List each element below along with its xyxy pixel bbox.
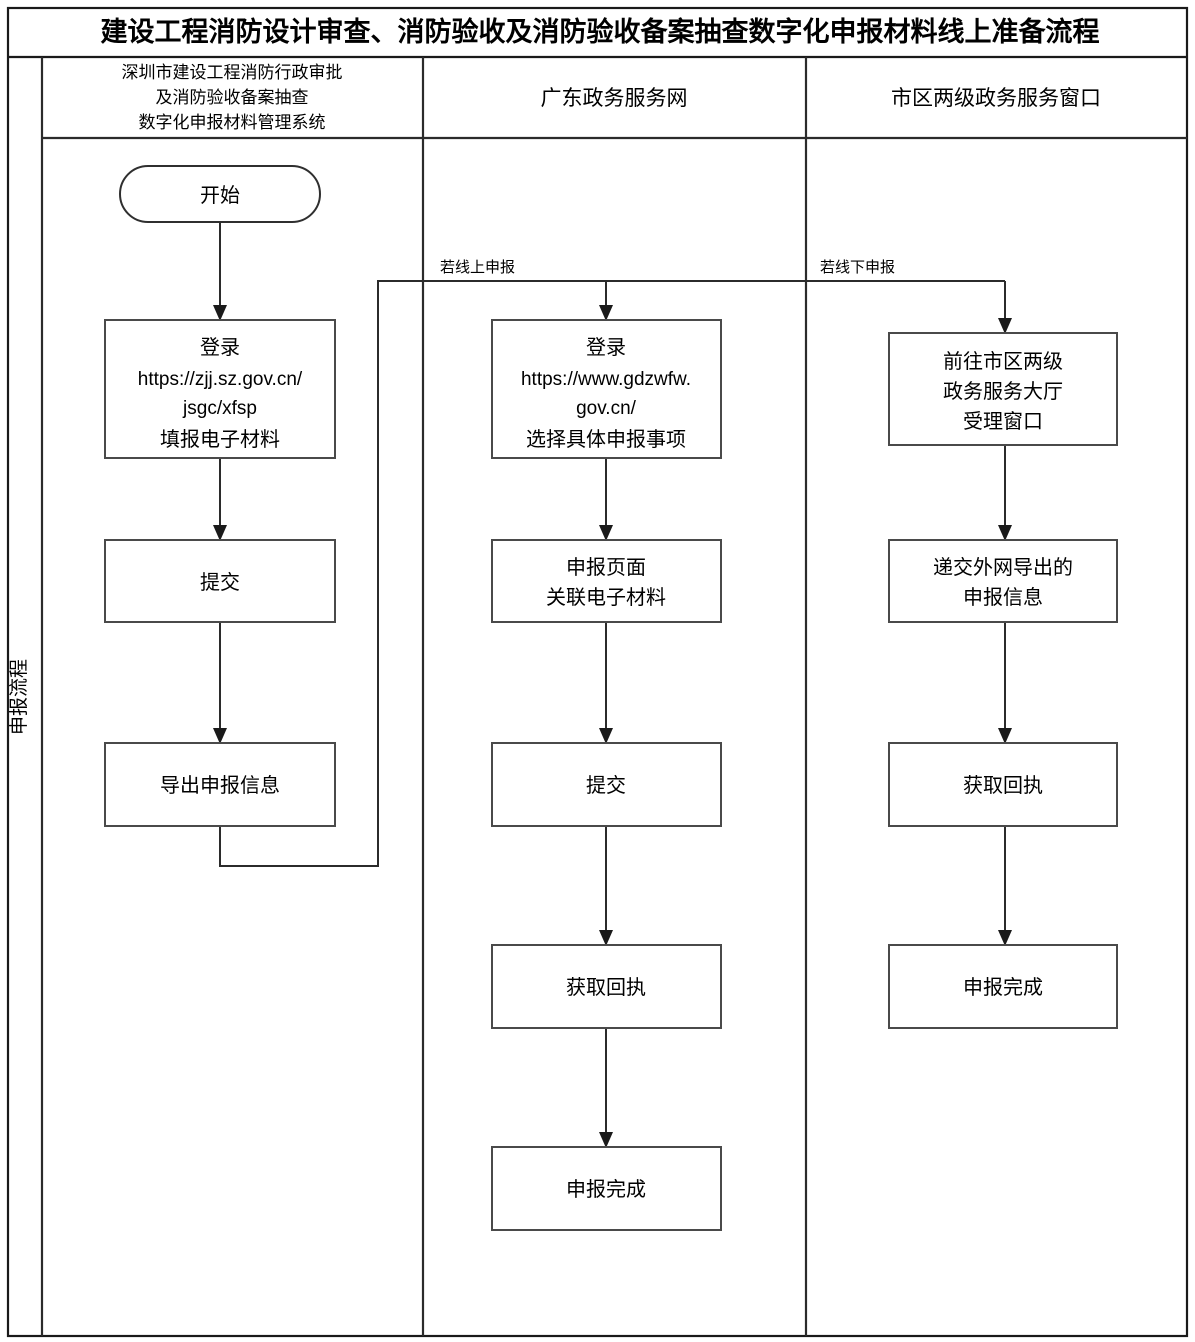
edge-label-online: 若线上申报	[440, 259, 515, 276]
node-gd-done-shape[interactable]	[491, 1146, 722, 1231]
node-line: gov.cn/	[576, 398, 637, 419]
column-header-line: 及消防验收备案抽查	[156, 88, 309, 107]
arrow-head-icon	[998, 525, 1012, 541]
node-gd-submit-shape[interactable]	[491, 742, 722, 827]
node-line: 提交	[586, 774, 626, 797]
node-line: 申报信息	[963, 586, 1043, 609]
arrow-head-icon	[213, 525, 227, 541]
node-line: jsgc/xfsp	[182, 398, 257, 419]
node-line: 关联电子材料	[546, 586, 666, 609]
node-win-done[interactable]: 申报完成	[888, 944, 1118, 1029]
side-label-application-process: 申报流程	[8, 659, 30, 735]
node-sz-export-shape[interactable]	[104, 742, 336, 827]
node-line: 申报完成	[963, 976, 1043, 999]
node-line: 申报页面	[566, 556, 646, 579]
arrow-head-icon	[998, 930, 1012, 946]
node-line: https://zjj.sz.gov.cn/	[138, 369, 303, 390]
arrow-head-icon	[599, 305, 613, 321]
arrow-head-icon	[599, 1132, 613, 1148]
arrow-head-icon	[213, 728, 227, 744]
node-gd-attach[interactable]: 申报页面 关联电子材料	[491, 539, 722, 623]
edge-label-offline: 若线下申报	[820, 259, 895, 276]
node-sz-submit[interactable]: 提交	[104, 539, 336, 623]
table-frame	[6, 6, 1189, 1338]
node-start-shape[interactable]	[119, 165, 321, 223]
node-line: 获取回执	[963, 774, 1043, 797]
column-header-sz-system: 深圳市建设工程消防行政审批 及消防验收备案抽查 数字化申报材料管理系统	[122, 63, 343, 132]
node-win-done-shape[interactable]	[888, 944, 1118, 1029]
node-start[interactable]: 开始	[119, 165, 321, 223]
node-line: https://www.gdzwfw.	[521, 369, 691, 390]
node-win-receipt-shape[interactable]	[888, 742, 1118, 827]
node-start-label: 开始	[200, 184, 240, 207]
node-line: 获取回执	[566, 976, 646, 999]
node-sz-login[interactable]: 登录 https://zjj.sz.gov.cn/ jsgc/xfsp 填报电子…	[104, 319, 336, 459]
node-line: 受理窗口	[963, 410, 1043, 433]
arrow-head-icon	[599, 930, 613, 946]
node-line: 前往市区两级	[943, 350, 1063, 373]
node-line: 导出申报信息	[160, 774, 280, 797]
node-win-goto[interactable]: 前往市区两级 政务服务大厅 受理窗口	[888, 332, 1118, 446]
column-header-service-window: 市区两级政务服务窗口	[891, 87, 1101, 110]
node-win-receipt[interactable]: 获取回执	[888, 742, 1118, 827]
node-gd-receipt[interactable]: 获取回执	[491, 944, 722, 1029]
arrow-head-icon	[998, 728, 1012, 744]
arrow-head-icon	[599, 525, 613, 541]
node-line: 登录	[586, 336, 626, 359]
arrow-head-icon	[998, 318, 1012, 334]
column-header-line: 数字化申报材料管理系统	[139, 113, 326, 132]
node-line: 申报完成	[566, 1178, 646, 1201]
node-gd-submit[interactable]: 提交	[491, 742, 722, 827]
node-gd-login[interactable]: 登录 https://www.gdzwfw. gov.cn/ 选择具体申报事项	[491, 319, 722, 459]
arrow-head-icon	[213, 305, 227, 321]
node-sz-export[interactable]: 导出申报信息	[104, 742, 336, 827]
column-header-gd-portal: 广东政务服务网	[541, 87, 688, 110]
node-line: 政务服务大厅	[943, 380, 1063, 403]
node-gd-receipt-shape[interactable]	[491, 944, 722, 1029]
connectors	[213, 222, 1012, 1148]
node-sz-login-shape[interactable]	[104, 319, 336, 459]
node-win-goto-shape[interactable]	[888, 332, 1118, 446]
arrow-head-icon	[599, 728, 613, 744]
node-gd-attach-shape[interactable]	[491, 539, 722, 623]
node-line: 登录	[200, 336, 240, 359]
node-line: 选择具体申报事项	[526, 428, 686, 451]
node-gd-login-shape[interactable]	[491, 319, 722, 459]
column-header-line: 深圳市建设工程消防行政审批	[122, 63, 343, 82]
node-line: 提交	[200, 571, 240, 594]
node-win-deliver[interactable]: 递交外网导出的 申报信息	[888, 539, 1118, 623]
node-win-deliver-shape[interactable]	[888, 539, 1118, 623]
node-gd-done[interactable]: 申报完成	[491, 1146, 722, 1231]
page-title: 建设工程消防设计审查、消防验收及消防验收备案抽查数字化申报材料线上准备流程	[101, 16, 1100, 47]
connector-export-to-branches	[219, 280, 1005, 867]
node-line: 递交外网导出的	[933, 556, 1073, 579]
node-sz-submit-shape[interactable]	[104, 539, 336, 623]
node-line: 填报电子材料	[160, 428, 280, 451]
